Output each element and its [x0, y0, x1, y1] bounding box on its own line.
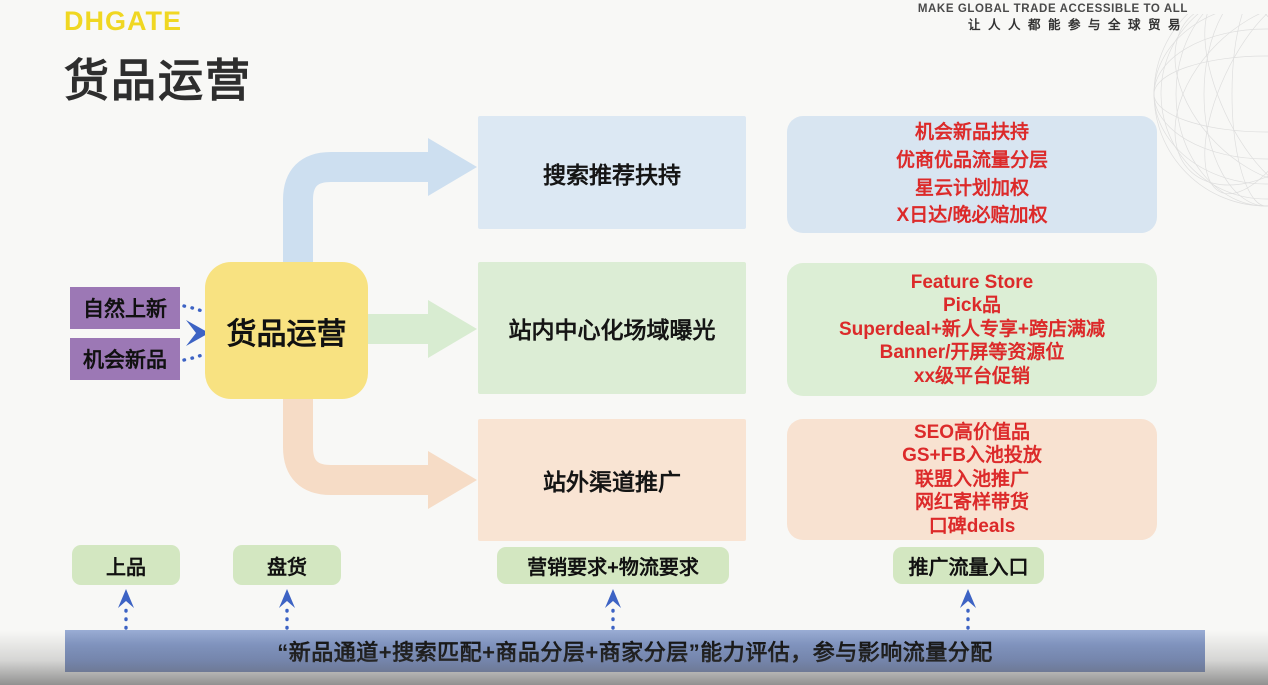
channel-label: 站外渠道推广: [543, 469, 681, 495]
footer-label: 推广流量入口: [908, 557, 1029, 579]
detail-line: 联盟入池推广: [914, 468, 1029, 490]
source-label: 自然上新: [83, 298, 167, 321]
footer-box-promotion-traffic-entry: 推广流量入口: [893, 547, 1044, 584]
dhgate-logo: DHGATE: [64, 6, 182, 36]
footer-label: 营销要求+物流要求: [527, 557, 699, 579]
detail-line: Banner/开屏等资源位: [879, 342, 1065, 364]
capability-evaluation-text: “新品通道+搜索匹配+商品分层+商家分层”能力评估，参与影响流量分配: [277, 640, 993, 665]
page-title: 货品运营: [64, 55, 253, 106]
detail-line: 优商优品流量分层: [895, 149, 1048, 171]
footer-box-list-product: 上品: [72, 545, 180, 585]
detail-line: Pick品: [942, 295, 1002, 317]
brand-tagline: MAKE GLOBAL TRADE ACCESSIBLE TO ALL 让人人都…: [918, 2, 1188, 34]
detail-box-search-support: 机会新品扶持 优商优品流量分层 星云计划加权 X日达/晚必赔加权: [787, 116, 1157, 233]
detail-line: X日达/晚必赔加权: [896, 205, 1048, 227]
detail-line: 机会新品扶持: [914, 122, 1029, 144]
arrow-to-offsite: [283, 397, 477, 509]
detail-line: 网红寄样带货: [914, 492, 1029, 514]
detail-line: SEO高价值品: [913, 421, 1031, 443]
arrows-bar-to-labels: [124, 601, 970, 630]
arrowheads-bar-to-labels: [118, 589, 976, 608]
detail-line: 口碑deals: [928, 515, 1016, 537]
channel-box-search-support: 搜索推荐扶持: [478, 116, 746, 229]
footer-label: 上品: [106, 556, 146, 579]
capability-evaluation-bar: “新品通道+搜索匹配+商品分层+商家分层”能力评估，参与影响流量分配: [65, 630, 1205, 672]
footer-label: 盘货: [267, 556, 307, 579]
source-box-natural-new: 自然上新: [70, 287, 180, 329]
channel-box-offsite-promotion: 站外渠道推广: [478, 419, 746, 541]
channel-label: 搜索推荐扶持: [543, 161, 681, 188]
footer-box-stocktake: 盘货: [233, 545, 341, 585]
hub-box-product-operation: 货品运营: [205, 262, 368, 399]
source-box-opportunity-new: 机会新品: [70, 338, 180, 380]
tagline-chinese: 让人人都能参与全球贸易: [967, 18, 1188, 33]
detail-line: GS+FB入池投放: [902, 445, 1042, 467]
detail-line: Superdeal+新人专享+跨店满减: [838, 318, 1106, 340]
detail-line: Feature Store: [910, 271, 1034, 293]
source-label: 机会新品: [83, 349, 167, 372]
detail-box-offsite-promotion: SEO高价值品 GS+FB入池投放 联盟入池推广 网红寄样带货 口碑deals: [787, 419, 1157, 540]
footer-box-marketing-logistics-requirements: 营销要求+物流要求: [497, 547, 729, 584]
detail-box-onsite-exposure: Feature Store Pick品 Superdeal+新人专享+跨店满减 …: [787, 263, 1157, 396]
channel-box-onsite-exposure: 站内中心化场域曝光: [478, 262, 746, 394]
channel-label: 站内中心化场域曝光: [508, 317, 716, 343]
tagline-english: MAKE GLOBAL TRADE ACCESSIBLE TO ALL: [917, 3, 1188, 15]
detail-line: xx级平台促销: [913, 365, 1031, 387]
hub-label: 货品运营: [226, 317, 347, 351]
detail-line: 星云计划加权: [914, 177, 1029, 199]
arrow-to-onsite: [368, 300, 477, 358]
arrow-to-search: [283, 138, 477, 264]
